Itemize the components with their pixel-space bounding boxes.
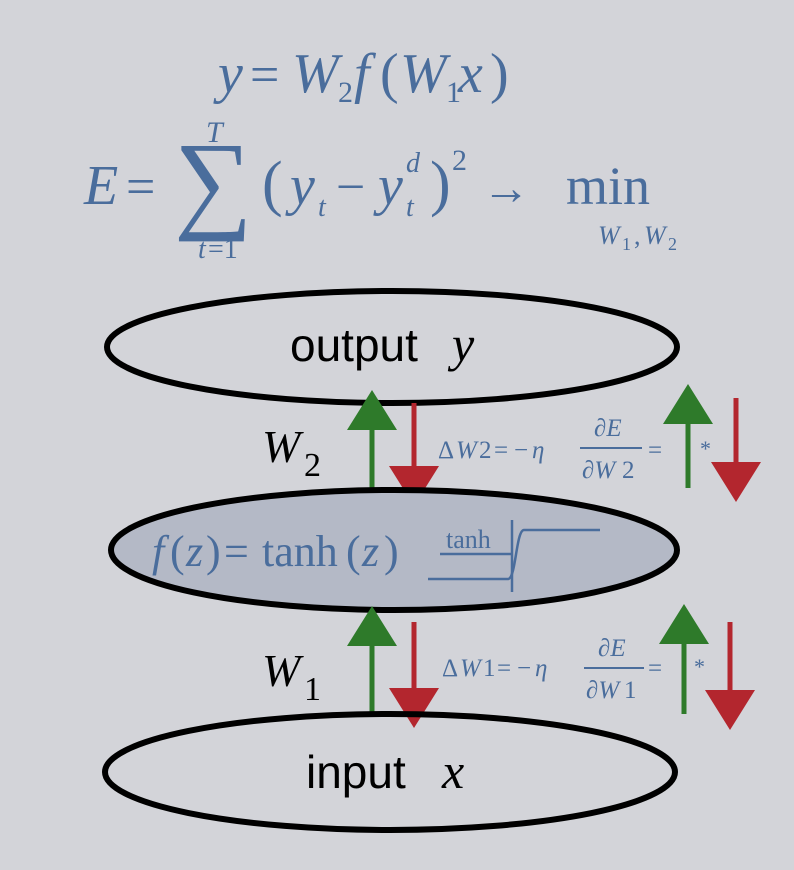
svg-text:tanh: tanh xyxy=(262,527,338,576)
svg-text:1: 1 xyxy=(483,655,496,682)
svg-text:x: x xyxy=(457,43,483,105)
svg-text:−: − xyxy=(517,655,531,682)
w2-label: W xyxy=(262,421,304,472)
svg-text:): ) xyxy=(490,43,509,105)
input-node: input x xyxy=(102,711,678,833)
svg-text:t: t xyxy=(406,192,415,223)
svg-text:=: = xyxy=(494,437,508,464)
svg-text:t: t xyxy=(198,234,207,265)
svg-text:): ) xyxy=(384,527,399,576)
svg-text:Δ: Δ xyxy=(442,655,458,682)
svg-text:∂W: ∂W xyxy=(586,677,621,704)
model-equation: y = W 2 f ( W 1 x ) xyxy=(213,43,509,109)
svg-text:W: W xyxy=(292,43,343,105)
svg-text:∂E: ∂E xyxy=(594,415,622,442)
svg-text:=: = xyxy=(497,655,511,682)
w1-update-rule: Δ W 1 = − η ∂E ∂W 1 = * xyxy=(442,604,755,730)
input-label: input xyxy=(306,746,406,798)
w2-star: * xyxy=(700,436,711,461)
svg-text:η: η xyxy=(532,437,544,464)
svg-text:∂W: ∂W xyxy=(582,457,617,484)
svg-text:y: y xyxy=(373,155,403,217)
svg-text:=: = xyxy=(224,527,249,576)
svg-text:z: z xyxy=(185,527,203,576)
w2-connection: W 2 Δ W 2 = − η ∂E ∂W 2 = * xyxy=(262,384,761,506)
w1-label: W xyxy=(262,645,304,696)
svg-text:E: E xyxy=(83,155,118,217)
svg-text:d: d xyxy=(406,148,421,179)
svg-text:W: W xyxy=(460,655,483,682)
w2-update-rule: Δ W 2 = − η ∂E ∂W 2 = * xyxy=(438,384,761,502)
svg-text:W: W xyxy=(456,437,479,464)
svg-text:f: f xyxy=(354,43,377,105)
output-node: output y xyxy=(104,288,680,406)
svg-text:1: 1 xyxy=(622,234,631,254)
svg-text:W: W xyxy=(598,221,622,250)
svg-text:Δ: Δ xyxy=(438,437,454,464)
svg-text:→: → xyxy=(482,162,530,215)
svg-text:(: ( xyxy=(170,527,185,576)
svg-text:=: = xyxy=(648,437,662,464)
svg-text:∂E: ∂E xyxy=(598,635,626,662)
svg-text:,: , xyxy=(634,221,641,250)
svg-text:z: z xyxy=(361,527,379,576)
svg-text:T: T xyxy=(206,116,225,149)
svg-text:): ) xyxy=(430,150,451,218)
output-label: output xyxy=(290,319,418,371)
w1-connection: W 1 Δ W 1 = − η ∂E ∂W 1 = * xyxy=(262,604,755,730)
svg-text:y: y xyxy=(213,43,243,105)
svg-text:2: 2 xyxy=(338,76,353,109)
tanh-plot-label: tanh xyxy=(446,525,491,554)
svg-text:y: y xyxy=(285,155,315,217)
objective-equation: E = ∑ T t =1 ( y t − y d t ) 2 → min W 1… xyxy=(83,116,677,265)
hidden-node: f ( z ) = tanh ( z ) tanh xyxy=(108,487,680,613)
svg-text:η: η xyxy=(535,655,547,682)
svg-text:): ) xyxy=(206,527,221,576)
svg-text:−: − xyxy=(514,437,528,464)
svg-text:−: − xyxy=(336,159,365,216)
svg-text:1: 1 xyxy=(446,76,461,109)
sum-symbol: ∑ xyxy=(174,120,252,242)
svg-text:=: = xyxy=(648,655,662,682)
svg-text:2: 2 xyxy=(622,457,635,484)
svg-text:2: 2 xyxy=(479,437,492,464)
w1-star: * xyxy=(694,654,705,679)
svg-text:=1: =1 xyxy=(208,234,238,265)
svg-text:min: min xyxy=(566,156,650,216)
svg-text:t: t xyxy=(318,192,327,223)
svg-text:1: 1 xyxy=(624,677,637,704)
svg-text:=: = xyxy=(250,47,279,104)
svg-text:(: ( xyxy=(346,527,361,576)
svg-text:W: W xyxy=(400,43,451,105)
input-var: x xyxy=(441,743,464,799)
output-var: y xyxy=(447,316,475,372)
svg-text:(: ( xyxy=(380,43,399,105)
svg-text:2: 2 xyxy=(668,234,677,254)
tanh-plot-icon: tanh xyxy=(428,520,600,592)
svg-text:(: ( xyxy=(262,150,283,218)
svg-text:2: 2 xyxy=(452,144,467,177)
activation-formula: f ( z ) = tanh ( z ) xyxy=(152,527,399,576)
svg-text:=: = xyxy=(126,159,155,216)
w1-sub: 1 xyxy=(304,671,321,708)
w2-sub: 2 xyxy=(304,447,321,484)
svg-text:W: W xyxy=(644,221,668,250)
